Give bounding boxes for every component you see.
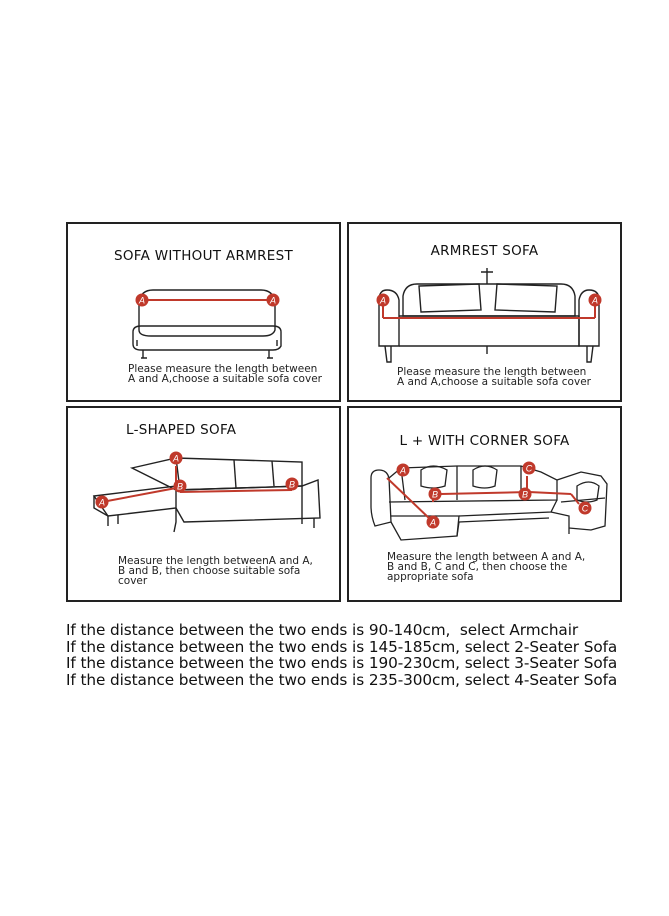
panel-l-shaped-sofa: L-SHAPED SOFA A A B B — [66, 406, 341, 602]
marker-b-right: B — [518, 487, 532, 501]
svg-text:C: C — [526, 464, 533, 474]
marker-b-right: B — [285, 477, 299, 491]
rule-line-armchair: If the distance between the two ends is … — [66, 621, 579, 639]
svg-text:A: A — [379, 296, 386, 306]
marker-a-right: A — [588, 293, 602, 307]
panel-caption: Please measure the length between A and … — [397, 366, 591, 388]
marker-c-top: C — [522, 461, 536, 475]
armrest-sofa-illustration: A A — [376, 268, 602, 363]
panel-armrest-sofa: ARMREST SOFA A A Please measure the leng… — [347, 222, 622, 402]
svg-text:A: A — [138, 296, 145, 306]
l-shaped-sofa-illustration: A A B B — [92, 451, 321, 533]
rule-line-3-seater: If the distance between the two ends is … — [66, 654, 618, 672]
svg-text:B: B — [177, 482, 183, 492]
sofa-without-armrest-illustration: A A — [132, 289, 282, 359]
rule-line-4-seater: If the distance between the two ends is … — [66, 670, 618, 689]
marker-a-left: A — [376, 293, 390, 307]
marker-c-right: C — [578, 501, 592, 515]
svg-text:A: A — [269, 296, 276, 306]
marker-a-bottom: A — [426, 515, 440, 529]
svg-text:A: A — [591, 296, 598, 306]
svg-text:C: C — [582, 504, 589, 514]
marker-a-right: A — [266, 293, 280, 307]
panel-corner-sofa: L + WITH CORNER SOFA A A — [347, 406, 622, 602]
svg-text:A: A — [98, 498, 105, 508]
panel-title: SOFA WITHOUT ARMREST — [113, 248, 293, 264]
marker-a-top: A — [396, 463, 410, 477]
rule-line-2-seater: If the distance between the two ends is … — [66, 637, 618, 656]
panel-caption: Measure the length betweenA and A, B and… — [118, 555, 313, 587]
marker-a-top: A — [169, 451, 183, 465]
marker-b-left: B — [173, 479, 187, 493]
svg-text:A: A — [399, 466, 406, 476]
svg-text:A: A — [429, 518, 436, 528]
marker-a-left: A — [135, 293, 149, 307]
panel-title: L + WITH CORNER SOFA — [399, 433, 570, 449]
svg-text:B: B — [522, 490, 528, 500]
svg-text:B: B — [432, 490, 438, 500]
panel-title: ARMREST SOFA — [430, 243, 539, 259]
svg-text:B: B — [289, 480, 295, 490]
panel-sofa-without-armrest: SOFA WITHOUT ARMREST A A Please measure … — [66, 222, 341, 402]
panel-title: L-SHAPED SOFA — [126, 422, 237, 438]
size-rules: If the distance between the two ends is … — [66, 622, 646, 688]
panel-caption: Please measure the length between A and … — [128, 363, 322, 385]
svg-text:A: A — [172, 454, 179, 464]
panel-caption: Measure the length between A and A, B an… — [387, 551, 586, 583]
corner-sofa-illustration: A A B B C C — [370, 461, 608, 541]
marker-b-left: B — [428, 487, 442, 501]
marker-a-left: A — [95, 495, 109, 509]
